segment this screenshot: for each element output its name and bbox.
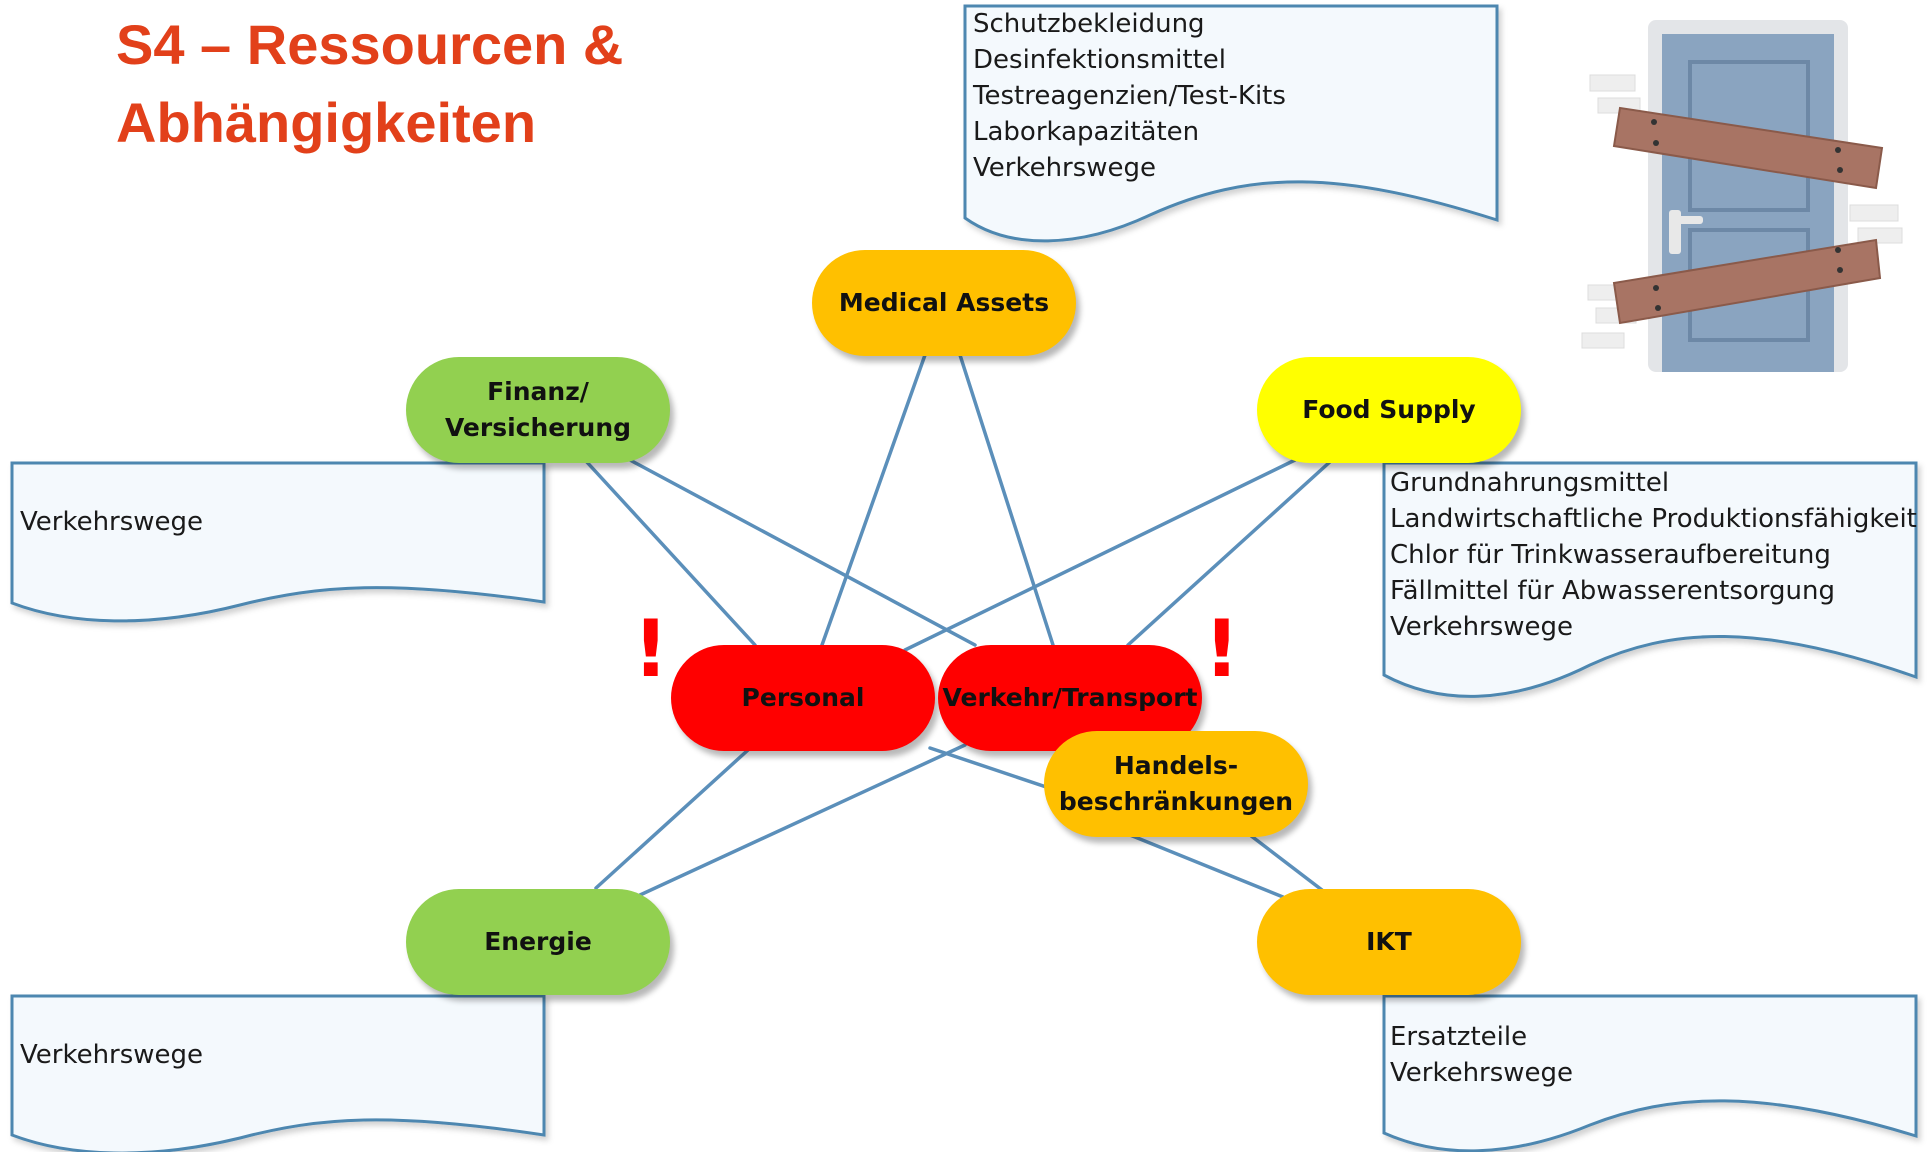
connector-food-personal: [903, 458, 1297, 652]
barricaded-door-illustration: [1581, 20, 1903, 372]
node-handelsbeschraenkungen: Handels- beschränkungen: [1044, 731, 1308, 837]
node-verkehr-label: Verkehr/Transport: [942, 683, 1198, 712]
document-medical-assets-shape: [963, 4, 1499, 243]
node-personal-label: Personal: [741, 683, 865, 712]
node-energie-label: Energie: [484, 927, 592, 956]
node-personal: Personal: [671, 645, 935, 751]
document-energie-text: Verkehrswege: [20, 1040, 204, 1070]
node-handel-label: Handels- beschränkungen: [1058, 751, 1294, 816]
document-medical-assets-text: Schutzbekleidung Desinfektionsmittel Tes…: [973, 9, 1286, 183]
connector-finanz-personal: [583, 458, 757, 647]
document-energie-shape: [10, 994, 546, 1152]
connector-finanz-verkehr: [628, 458, 977, 647]
node-ikt: IKT: [1257, 889, 1521, 995]
connector-energie-personal: [594, 748, 750, 890]
node-finanz-label: Finanz/ Versicherung: [444, 377, 632, 442]
document-finanz-text: Verkehrswege: [20, 507, 204, 537]
document-finanz-shape: [10, 461, 546, 623]
alert-personal-exclamation: !: [633, 605, 669, 695]
connector-medical-personal: [820, 353, 927, 647]
node-food-supply: Food Supply: [1257, 357, 1521, 463]
node-medical-assets: Medical Assets: [812, 250, 1076, 356]
node-ikt-label: IKT: [1366, 927, 1412, 956]
connector-handel-ikt-2: [1248, 833, 1324, 892]
connector-energie-verkehr: [638, 743, 967, 897]
node-energie: Energie: [406, 889, 670, 995]
node-medical-assets-label: Medical Assets: [838, 288, 1050, 317]
document-ikt-shape: [1382, 994, 1918, 1152]
connector-food-verkehr: [1126, 458, 1334, 647]
connector-medical-verkehr: [958, 353, 1055, 647]
document-food-supply-shape: [1382, 461, 1918, 698]
alert-verkehr-exclamation: !: [1204, 605, 1240, 695]
node-finanz-versicherung: Finanz/ Versicherung: [406, 357, 670, 463]
node-food-supply-label: Food Supply: [1302, 395, 1476, 424]
document-ikt-text: Ersatzteile Verkehrswege: [1390, 1022, 1574, 1088]
connector-handel-ikt: [1128, 833, 1285, 899]
document-food-supply-text: Grundnahrungsmittel Landwirtschaftliche …: [1390, 468, 1917, 642]
page-title: S4 – Ressourcen & Abhängigkeiten: [116, 13, 624, 154]
